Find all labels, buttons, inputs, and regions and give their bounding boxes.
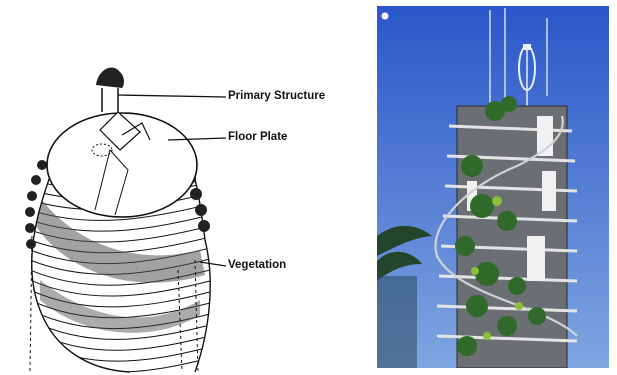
floor-plate-disc: [47, 112, 197, 217]
tower-photo-art: [377, 6, 609, 368]
top-cap: [96, 68, 124, 112]
label-floor-plate: Floor Plate: [228, 131, 287, 143]
tower-sketch-panel: Primary Structure Floor Plate Vegetation: [0, 0, 360, 375]
tower-photo: [377, 6, 609, 368]
photo-marker: [382, 13, 389, 20]
tower-sketch: [0, 0, 360, 375]
label-primary-structure: Primary Structure: [228, 90, 325, 102]
label-vegetation: Vegetation: [228, 259, 286, 271]
tower-structure: [435, 96, 577, 368]
